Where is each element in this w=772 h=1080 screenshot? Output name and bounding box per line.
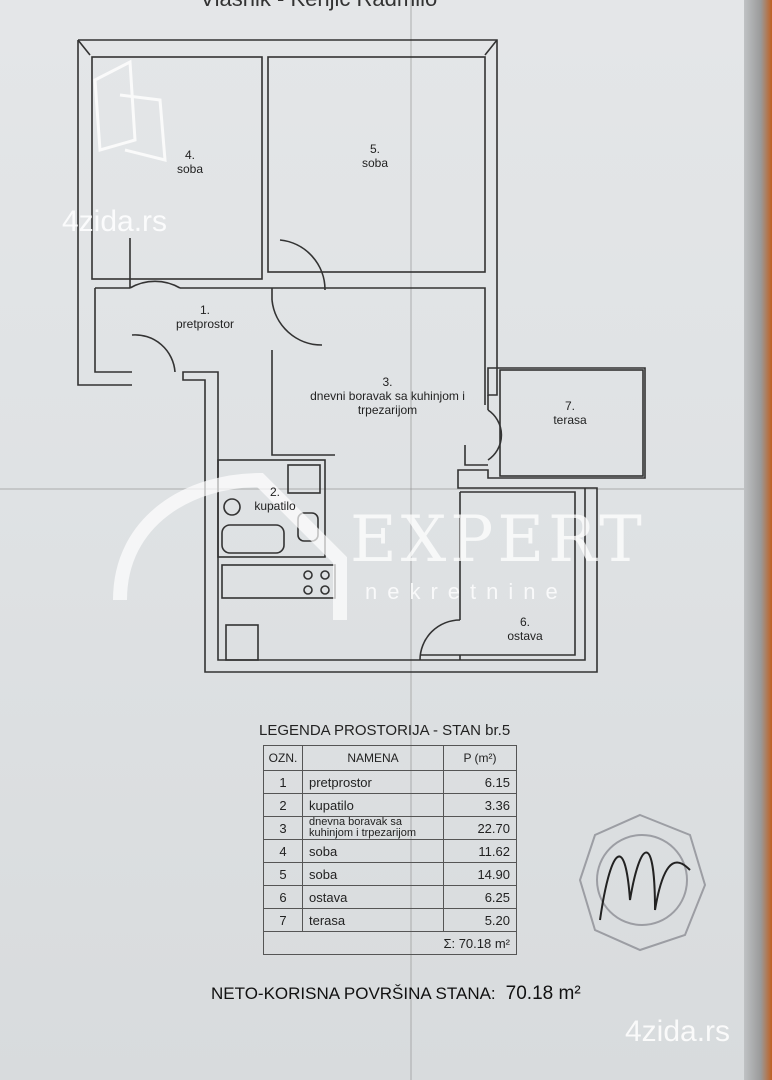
outer-wall (77, 39, 498, 386)
door-swing (271, 299, 323, 346)
room-1-label: 1.pretprostor (175, 303, 235, 331)
sink-icon (223, 498, 241, 516)
door-swing (487, 409, 503, 461)
fridge-icon (225, 624, 259, 661)
4zida-logo-icon (93, 59, 167, 162)
watermark-nekretnine: nekretnine (365, 579, 568, 604)
door-swing (129, 238, 181, 289)
bathtub-icon (221, 524, 285, 554)
living-walls (464, 395, 489, 466)
door-swing (419, 619, 461, 661)
watermark-expert: EXPERT (350, 503, 646, 577)
total-area: NETO-KORISNA POVRŠINA STANA:70.18 m² (211, 983, 581, 1004)
room-3-label: 3.dnevni boravak sa kuhinjom i trpezarij… (310, 375, 465, 417)
bathroom-walls (217, 459, 326, 558)
terrace-walls (499, 369, 644, 477)
outer-wall (78, 39, 646, 673)
owner-text: Vlasnik - Kenjic Radmilo (200, 0, 437, 12)
fold-line (0, 488, 772, 490)
washer-icon (287, 464, 321, 494)
room-4-walls (91, 56, 263, 280)
legend-title: LEGENDA PROSTORIJA - STAN br.5 (259, 722, 511, 739)
expert-logo-icon (113, 472, 347, 620)
room-5-walls (267, 56, 486, 273)
kitchen-counter (221, 564, 336, 599)
room-4-label: 4.soba (176, 148, 204, 176)
signature (599, 851, 691, 921)
paper-edge (744, 0, 772, 1080)
fold-line (410, 0, 412, 1080)
stamp-icon (578, 813, 707, 952)
room-2-label: 2.kupatilo (254, 485, 296, 513)
hall-walls (94, 287, 486, 456)
room-5-label: 5.soba (361, 142, 389, 170)
watermark-4zida: 4zida.rs (62, 205, 168, 238)
table-sum-row: Σ: 70.18 m² (263, 931, 517, 955)
room-7-label: 7.terasa (553, 399, 587, 427)
ostava-walls (420, 491, 576, 660)
room-6-label: 6.ostava (507, 615, 543, 643)
door-swing (279, 239, 326, 291)
watermark-4zida: 4zida.rs (625, 1015, 731, 1048)
door-swing (131, 334, 176, 373)
